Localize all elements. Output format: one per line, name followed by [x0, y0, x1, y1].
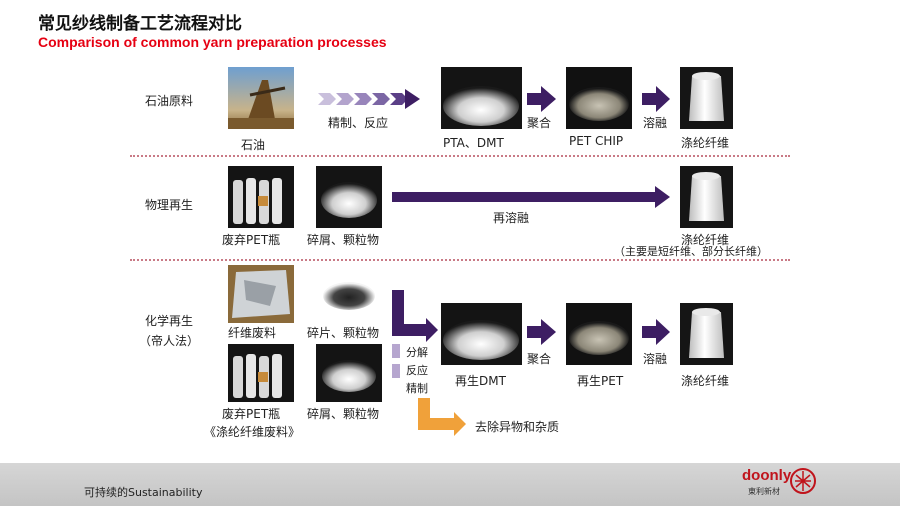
- footer-text: 可持续的Sustainability: [84, 486, 203, 499]
- item-label: 涤纶纤维: [681, 136, 730, 150]
- process-step-label: 分解: [406, 346, 428, 359]
- process-step-label: 精制: [406, 382, 428, 395]
- row-label-chemical-sub: （帝人法）: [139, 334, 200, 348]
- step-label: 溶融: [643, 116, 668, 130]
- flakes-photo: [316, 166, 382, 228]
- step-label: 聚合: [527, 352, 552, 366]
- brand-sub: 東利新材: [748, 487, 780, 496]
- process-step-label: 反应: [406, 364, 428, 377]
- row-separator: [130, 155, 790, 157]
- item-label: 废弃PET瓶: [222, 233, 281, 247]
- row-separator: [130, 259, 790, 261]
- row-label-petroleum: 石油原料: [145, 94, 194, 108]
- row-label-chemical: 化学再生: [145, 314, 194, 328]
- item-note: 《涤纶纤维废料》: [204, 425, 301, 439]
- page-subtitle: Comparison of common yarn preparation pr…: [38, 34, 387, 50]
- item-note: （主要是短纤维、部分长纤维）: [614, 245, 768, 258]
- item-label: PET CHIP: [569, 134, 624, 148]
- step-arrow-remelt: [392, 186, 670, 208]
- flakes-photo: [316, 344, 382, 402]
- regen-pet-photo: [566, 303, 632, 365]
- pet-bottles-photo: [228, 166, 294, 228]
- item-label: 再生PET: [577, 374, 624, 388]
- step-label: 精制、反应: [328, 116, 389, 130]
- item-label: PTA、DMT: [443, 136, 504, 150]
- removal-label: 去除异物和杂质: [475, 420, 560, 434]
- item-label: 碎屑、颗粒物: [307, 407, 380, 421]
- oil-rig-photo: [228, 67, 294, 129]
- item-label: 碎屑、颗粒物: [307, 233, 380, 247]
- item-label: 再生DMT: [455, 374, 506, 388]
- fiber-waste-photo: [228, 265, 294, 323]
- item-label: 废弃PET瓶: [222, 407, 281, 421]
- row-label-physical: 物理再生: [145, 198, 194, 212]
- item-label: 涤纶纤维: [681, 374, 730, 388]
- brand-logo: doonly: [742, 467, 792, 484]
- footer-bar: 可持续的Sustainability: [0, 463, 900, 506]
- pta-dmt-photo: [441, 67, 522, 129]
- step-arrow-polymerize: [527, 319, 556, 345]
- fiber-bobbin-photo: [680, 166, 733, 228]
- step-label: 再溶融: [493, 211, 530, 225]
- step-arrow-refine: [318, 89, 420, 109]
- step-label: 聚合: [527, 116, 552, 130]
- item-label: 纤维废料: [228, 326, 277, 340]
- chemical-process-arrow: [392, 290, 438, 378]
- granules-photo: [316, 268, 382, 323]
- item-label: 碎片、颗粒物: [307, 326, 380, 340]
- item-label: 涤纶纤维: [681, 233, 730, 247]
- step-label: 溶融: [643, 352, 668, 366]
- item-label: 石油: [241, 138, 266, 152]
- step-arrow-polymerize: [527, 86, 556, 112]
- step-arrow-melt: [642, 86, 670, 112]
- step-arrow-melt: [642, 319, 670, 345]
- page-title: 常见纱线制备工艺流程对比: [38, 14, 242, 34]
- removal-arrow: [418, 398, 466, 436]
- regen-dmt-photo: [441, 303, 522, 365]
- pet-bottles-photo: [228, 344, 294, 402]
- fiber-bobbin-photo: [680, 67, 733, 129]
- fiber-bobbin-photo: [680, 303, 733, 365]
- pet-chip-photo: [566, 67, 632, 129]
